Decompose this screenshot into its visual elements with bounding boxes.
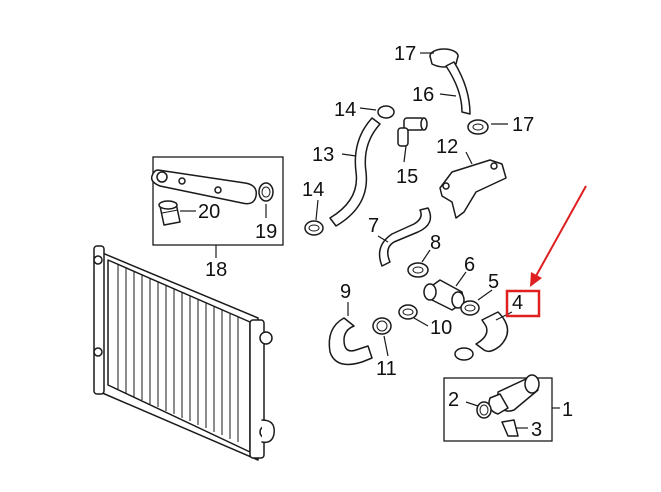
callout-17-right: 17 xyxy=(512,114,534,136)
plug-20 xyxy=(158,200,181,226)
clamp-10 xyxy=(398,304,418,320)
o-ring-19 xyxy=(258,182,274,202)
clamp-8 xyxy=(407,262,429,278)
bracket-12 xyxy=(439,159,507,219)
callout-1: 1 xyxy=(562,399,573,421)
radiator xyxy=(93,245,275,461)
hose-13 xyxy=(329,117,381,227)
callout-11: 11 xyxy=(376,358,397,380)
callout-14-lower: 14 xyxy=(302,179,324,201)
callout-10: 10 xyxy=(430,317,452,339)
callout-6: 6 xyxy=(464,254,475,276)
callout-13: 13 xyxy=(312,144,334,166)
clamp-11 xyxy=(372,317,392,335)
callout-19: 19 xyxy=(255,221,277,243)
callout-17-top: 17 xyxy=(394,43,416,65)
coolant-outlet xyxy=(488,374,540,415)
hose-9 xyxy=(328,317,373,366)
callout-15: 15 xyxy=(396,166,418,188)
callout-3: 3 xyxy=(531,419,542,441)
callout-4: 4 xyxy=(512,292,523,314)
callout-9: 9 xyxy=(340,281,351,303)
hose-7 xyxy=(378,207,432,267)
clamp-14-upper xyxy=(377,105,395,119)
box-part-1 xyxy=(443,377,553,442)
callout-8: 8 xyxy=(430,232,441,254)
coolant-flange-pipe xyxy=(150,169,258,205)
callout-2: 2 xyxy=(448,389,459,411)
callout-7: 7 xyxy=(368,215,379,237)
clamp-5 xyxy=(460,300,480,316)
box-part-18 xyxy=(152,156,284,246)
clamp-14-lower xyxy=(304,220,324,236)
callout-16: 16 xyxy=(412,84,434,106)
clamp-4-lower xyxy=(454,347,474,361)
callout-18: 18 xyxy=(205,259,227,281)
callout-14-upper: 14 xyxy=(334,99,356,121)
clamp-17-right xyxy=(467,119,489,135)
hose-4 xyxy=(475,311,509,353)
highlight-box xyxy=(505,289,541,318)
callout-20: 20 xyxy=(198,201,220,223)
leader-lines xyxy=(180,52,560,429)
arrow-head-icon xyxy=(530,272,542,287)
highlight-arrow xyxy=(535,185,587,277)
hose-16 xyxy=(445,61,471,115)
callout-labels: 17 16 17 14 13 12 15 14 7 8 6 5 4 9 10 1… xyxy=(198,43,573,441)
t-connector-15 xyxy=(397,117,428,147)
callout-5: 5 xyxy=(488,271,499,293)
clip-3 xyxy=(501,419,519,437)
callout-12: 12 xyxy=(436,136,458,158)
o-ring-2 xyxy=(476,401,492,419)
